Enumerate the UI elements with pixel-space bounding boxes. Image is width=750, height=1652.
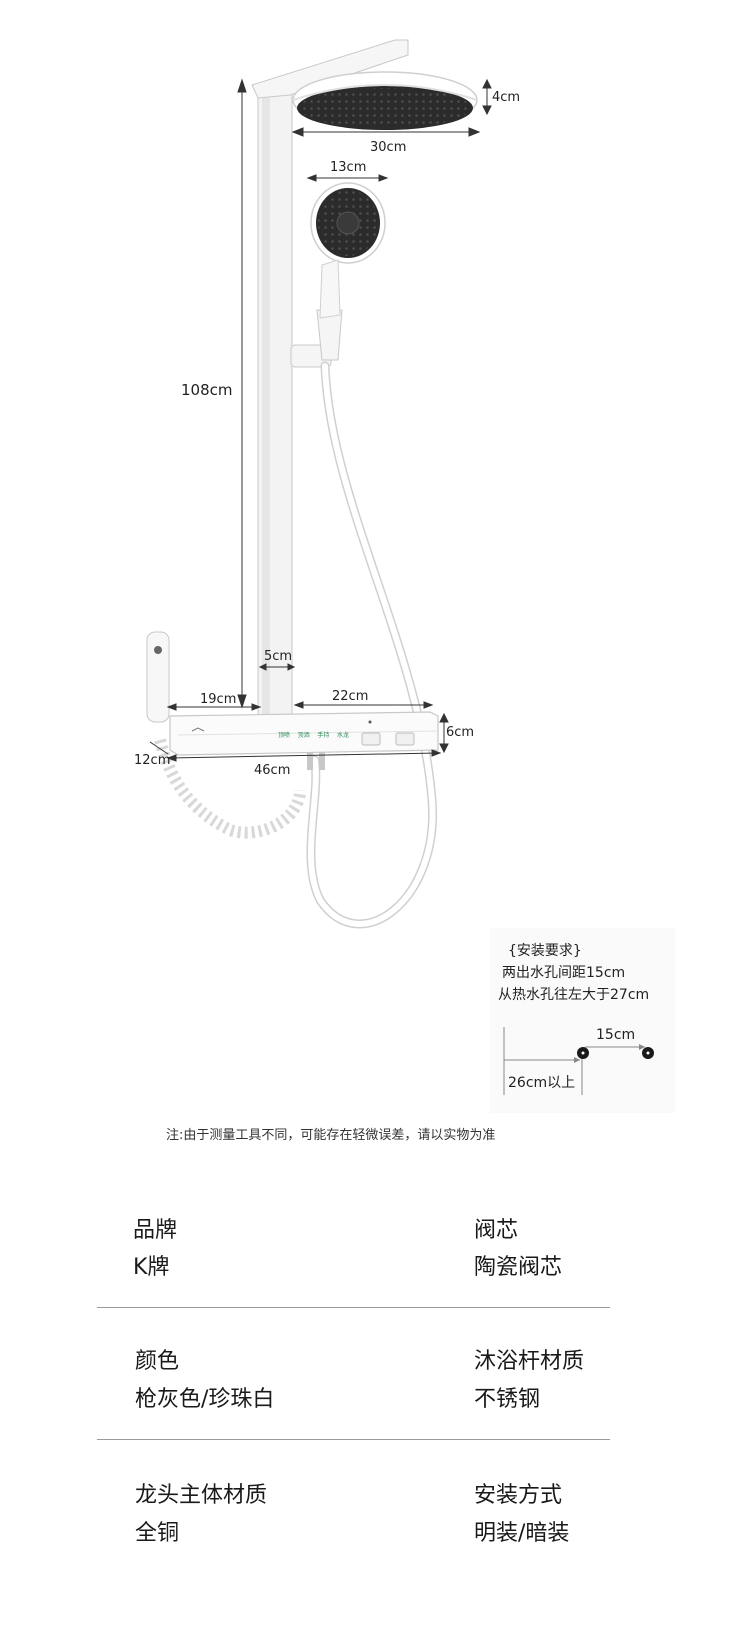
dim-depth: 12cm <box>134 753 171 768</box>
dim-right-width: 22cm <box>332 689 369 704</box>
dim-hand-shower: 13cm <box>330 160 367 175</box>
spec-divider-1 <box>97 1307 610 1308</box>
dim-pipe-width: 5cm <box>264 649 293 664</box>
spec-divider-2 <box>97 1439 610 1440</box>
spec-bar-material-label: 沐浴杆材质 <box>474 1349 585 1374</box>
coiled-hose <box>154 738 306 839</box>
install-gap: 15cm <box>596 1027 636 1043</box>
spec-color-value: 枪灰色/珍珠白 <box>135 1387 275 1412</box>
dim-head-height: 4cm <box>492 90 521 105</box>
install-line1: 两出水孔间距15cm <box>502 965 626 981</box>
dim-panel-height: 6cm <box>446 725 475 740</box>
spec-body-material-value: 全铜 <box>135 1521 180 1546</box>
install-diagram <box>503 1027 654 1095</box>
dim-left-width: 19cm <box>200 692 237 707</box>
top-arm <box>251 39 409 99</box>
panel-label-2: 顶洒 <box>297 732 310 739</box>
panel-labels: 顶喷 顶洒 手持 水龙 <box>278 730 349 739</box>
spec-valve-label: 阀芯 <box>474 1218 519 1243</box>
pipe-shadow <box>262 92 270 720</box>
install-line2: 从热水孔往左大于27cm <box>498 987 650 1003</box>
bidet-spray <box>146 631 170 723</box>
spec-bar-material-value: 不锈钢 <box>474 1387 541 1412</box>
spec-valve-value: 陶瓷阀芯 <box>474 1255 563 1280</box>
spec-install-method-label: 安装方式 <box>474 1483 563 1508</box>
panel-label-3: 手持 <box>317 732 330 739</box>
panel-label-1: 顶喷 <box>278 732 291 739</box>
install-title: {安装要求} <box>508 943 582 959</box>
shower-hose <box>306 361 438 929</box>
install-left-dist: 26cm以上 <box>508 1075 576 1091</box>
dim-head-width: 30cm <box>370 140 407 155</box>
spec-brand-label: 品牌 <box>133 1218 178 1243</box>
dim-total-width: 46cm <box>254 763 291 778</box>
spec-body-material-label: 龙头主体材质 <box>135 1483 268 1508</box>
spec-color-label: 颜色 <box>135 1349 180 1374</box>
dim-total-height: 108cm <box>181 381 233 399</box>
spec-install-method-value: 明装/暗装 <box>474 1521 570 1546</box>
shower-illustration <box>146 39 492 929</box>
spec-brand-value: K牌 <box>133 1255 170 1280</box>
panel-label-4: 水龙 <box>336 732 349 739</box>
measurement-note: 注:由于测量工具不同，可能存在轻微误差，请以实物为准 <box>166 1128 496 1143</box>
